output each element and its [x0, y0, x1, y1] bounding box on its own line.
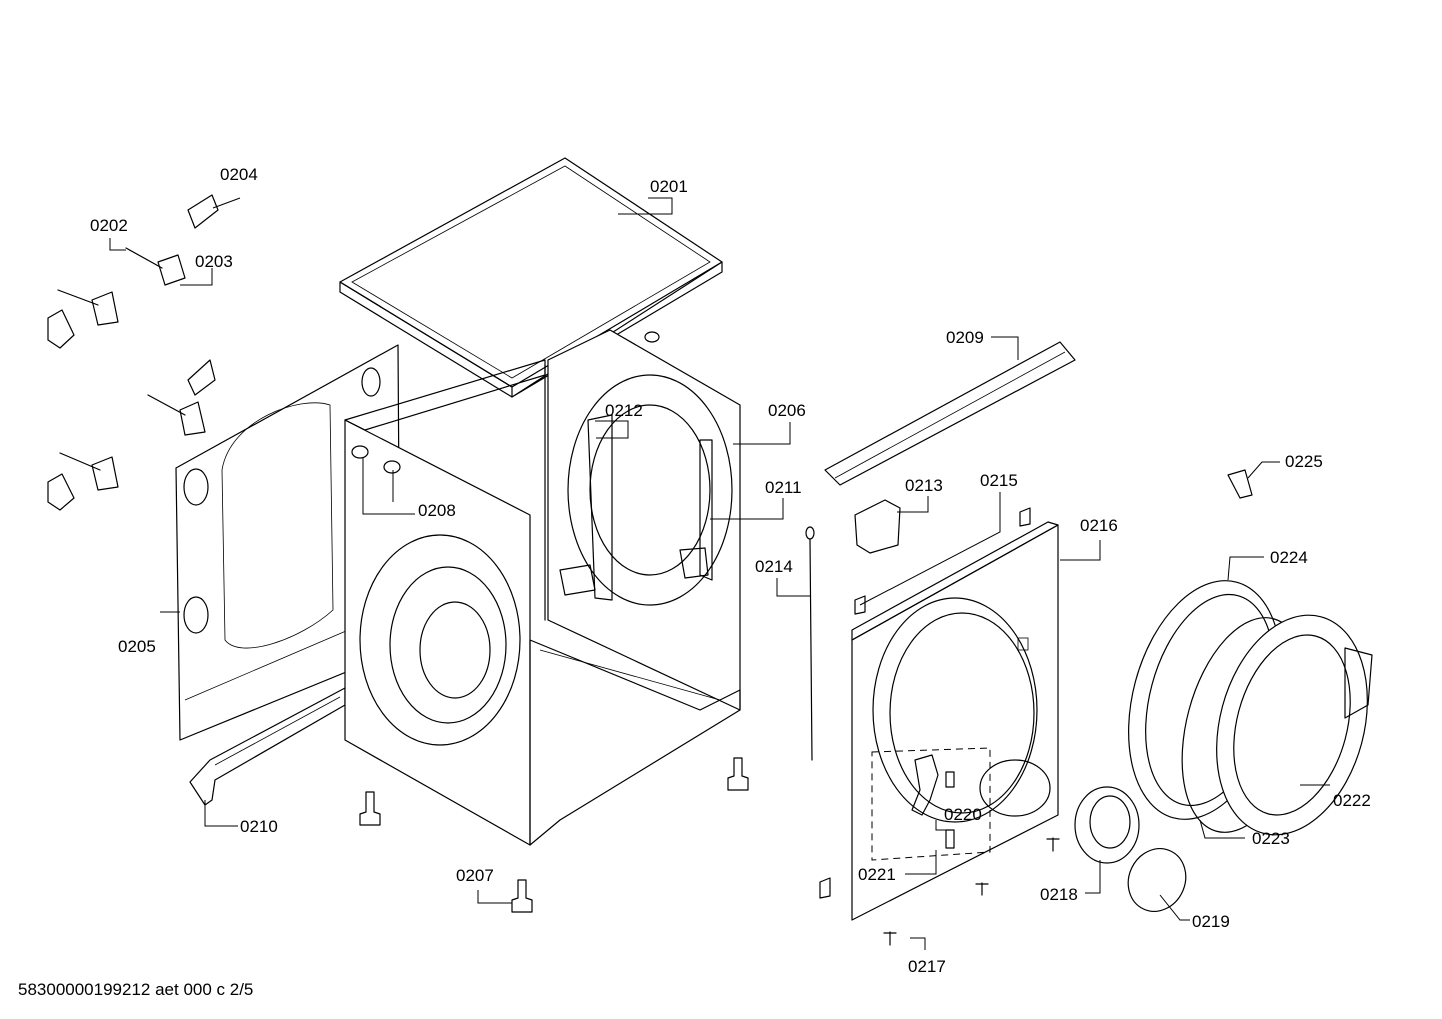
- part-0213-module: [854, 499, 901, 554]
- callout-0213: 0213: [905, 476, 943, 495]
- clips-and-screws: [819, 507, 1060, 946]
- part-0214-rod: [805, 526, 815, 761]
- callout-0210: 0210: [240, 817, 278, 836]
- leader-lines: [109, 197, 1330, 950]
- callout-0209: 0209: [946, 328, 984, 347]
- callout-0208: 0208: [418, 501, 456, 520]
- callout-0206: 0206: [768, 401, 806, 420]
- callout-0216: 0216: [1080, 516, 1118, 535]
- document-id-footer: 58300000199212 aet 000 c 2/5: [18, 980, 254, 999]
- callout-0212: 0212: [605, 401, 643, 420]
- callout-0218: 0218: [1040, 885, 1078, 904]
- part-0220-0221-door-lock: [871, 747, 991, 861]
- callout-0225: 0225: [1285, 452, 1323, 471]
- part-0209-top-rail: [824, 341, 1076, 486]
- callout-0207: 0207: [456, 866, 494, 885]
- callout-labels: 0201 0202 0203 0204 0205 0206 0207 0208 …: [90, 165, 1371, 976]
- cabinet-housing: [344, 329, 741, 846]
- part-0218-hinge-housing: [1074, 786, 1140, 864]
- callout-0217: 0217: [908, 957, 946, 976]
- callout-0202: 0202: [90, 216, 128, 235]
- part-0216-front-panel: [851, 521, 1059, 921]
- callout-0223: 0223: [1252, 829, 1290, 848]
- callout-0214: 0214: [755, 557, 793, 576]
- callout-0219: 0219: [1192, 912, 1230, 931]
- hinge-parts: [47, 194, 219, 511]
- door-assembly: [1128, 580, 1373, 836]
- feet-0207: [359, 757, 749, 913]
- callout-0204: 0204: [220, 165, 258, 184]
- callout-0224: 0224: [1270, 548, 1308, 567]
- part-0210-bottom-rail: [189, 687, 346, 806]
- callout-0201: 0201: [650, 177, 688, 196]
- callout-0205: 0205: [118, 637, 156, 656]
- part-0219-cover: [1127, 848, 1187, 912]
- part-0225-latch: [1227, 469, 1253, 499]
- callout-0215: 0215: [980, 471, 1018, 490]
- callout-0220: 0220: [944, 805, 982, 824]
- callout-0222: 0222: [1333, 791, 1371, 810]
- callout-0221: 0221: [858, 865, 896, 884]
- callout-0203: 0203: [195, 252, 233, 271]
- callout-0211: 0211: [765, 478, 802, 497]
